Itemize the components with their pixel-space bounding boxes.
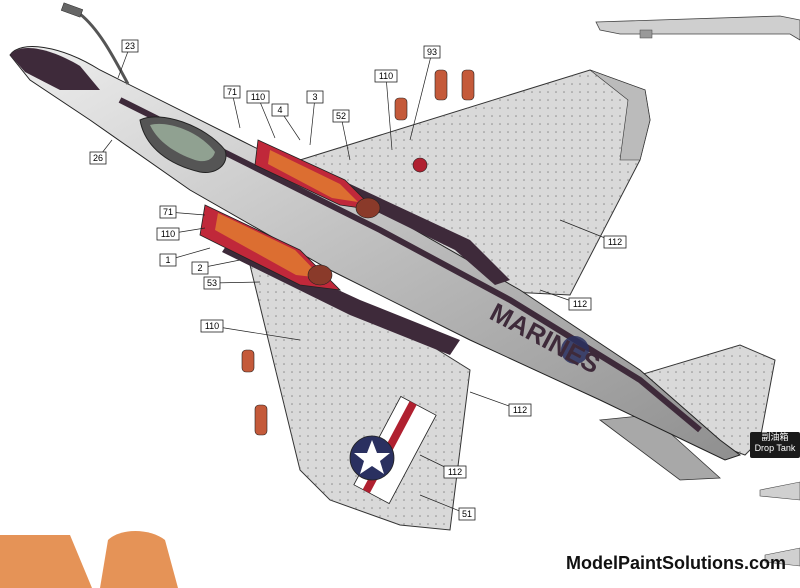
squadron-badge-lower [307, 264, 333, 286]
callout-label: 71 [163, 207, 173, 217]
callout-label: 112 [513, 405, 527, 415]
callout-label: 93 [427, 47, 437, 57]
callout-leader-line [409, 51, 433, 141]
callout-leader-line [257, 96, 276, 139]
callout-label: 71 [227, 87, 237, 97]
callout-label: 51 [462, 509, 472, 519]
lower-wing-rivets [250, 265, 470, 530]
callout-label: 110 [161, 229, 175, 239]
squadron-badge-upper [355, 197, 381, 219]
canopy-glass [150, 123, 215, 162]
background-orange-shape-2 [100, 531, 178, 588]
callout-leader-line [385, 75, 393, 151]
callout-box [332, 109, 350, 123]
callout-leader-line [211, 325, 301, 341]
callout-label: 110 [251, 92, 265, 102]
callout-box [458, 507, 476, 521]
vertical-tail [598, 414, 721, 481]
tail-roundel [561, 336, 589, 364]
callout-box [568, 297, 592, 311]
callout-label: 1 [165, 255, 170, 265]
callout-label: 112 [608, 237, 622, 247]
callout-box [271, 103, 289, 117]
fuselage-spine-stripe [118, 97, 702, 433]
callout-box [423, 45, 441, 59]
callout-box [203, 276, 221, 290]
drop-tank-label: 副油箱 Drop Tank [750, 432, 800, 458]
callout-label: 2 [197, 263, 202, 273]
intake-upper-checker [268, 150, 358, 202]
drop-tank-fragment-2 [764, 547, 800, 567]
background-orange-shape [0, 535, 92, 588]
callout-leader-line [309, 96, 316, 146]
callout-box [306, 90, 324, 104]
upper-wing-roundel [412, 157, 428, 173]
callout-box [159, 253, 177, 267]
callout-label: 53 [207, 278, 217, 288]
wing-stores [241, 69, 475, 436]
callout-group: 23 26 71 110 4 3 52 110 93 71 110 1 2 53 110 112 112 112 1… [89, 39, 627, 521]
national-insignia [349, 395, 437, 505]
watermark: ModelPaintSolutions.com [565, 553, 786, 573]
callout-label: 110 [205, 321, 219, 331]
horizontal-tail-rivets [590, 345, 775, 455]
side-view-fragment [595, 15, 800, 41]
drop-tank-fragment [759, 481, 800, 501]
callout-label: 26 [93, 153, 103, 163]
callout-box [374, 69, 398, 83]
pitot-probe [79, 12, 130, 85]
callout-leader-line [340, 115, 351, 161]
callout-label: 110 [379, 71, 393, 81]
drop-tank-label-en: Drop Tank [754, 443, 796, 453]
callout-box [121, 39, 139, 53]
callout-box [508, 403, 532, 417]
callout-box [200, 319, 224, 333]
callout-box [89, 151, 107, 165]
callout-box [156, 227, 180, 241]
callout-label: 112 [573, 299, 587, 309]
callout-box [223, 85, 241, 99]
pitot-tip [60, 2, 84, 18]
side-view-fragment-part [639, 29, 653, 39]
upper-wing-edge [589, 69, 651, 161]
callout-box [191, 261, 209, 275]
callout-label: 23 [125, 41, 135, 51]
callout-label: 112 [448, 467, 462, 477]
callout-label: 3 [312, 92, 317, 102]
intake-lower-checker [215, 213, 322, 278]
callout-box [603, 235, 627, 249]
drop-tank-label-cn: 副油箱 [761, 432, 789, 442]
callout-label: 52 [336, 111, 346, 121]
callout-box [159, 205, 177, 219]
callout-box [246, 90, 270, 104]
callout-box [443, 465, 467, 479]
nose-dark-panel [10, 48, 100, 90]
callout-label: 4 [277, 105, 282, 115]
